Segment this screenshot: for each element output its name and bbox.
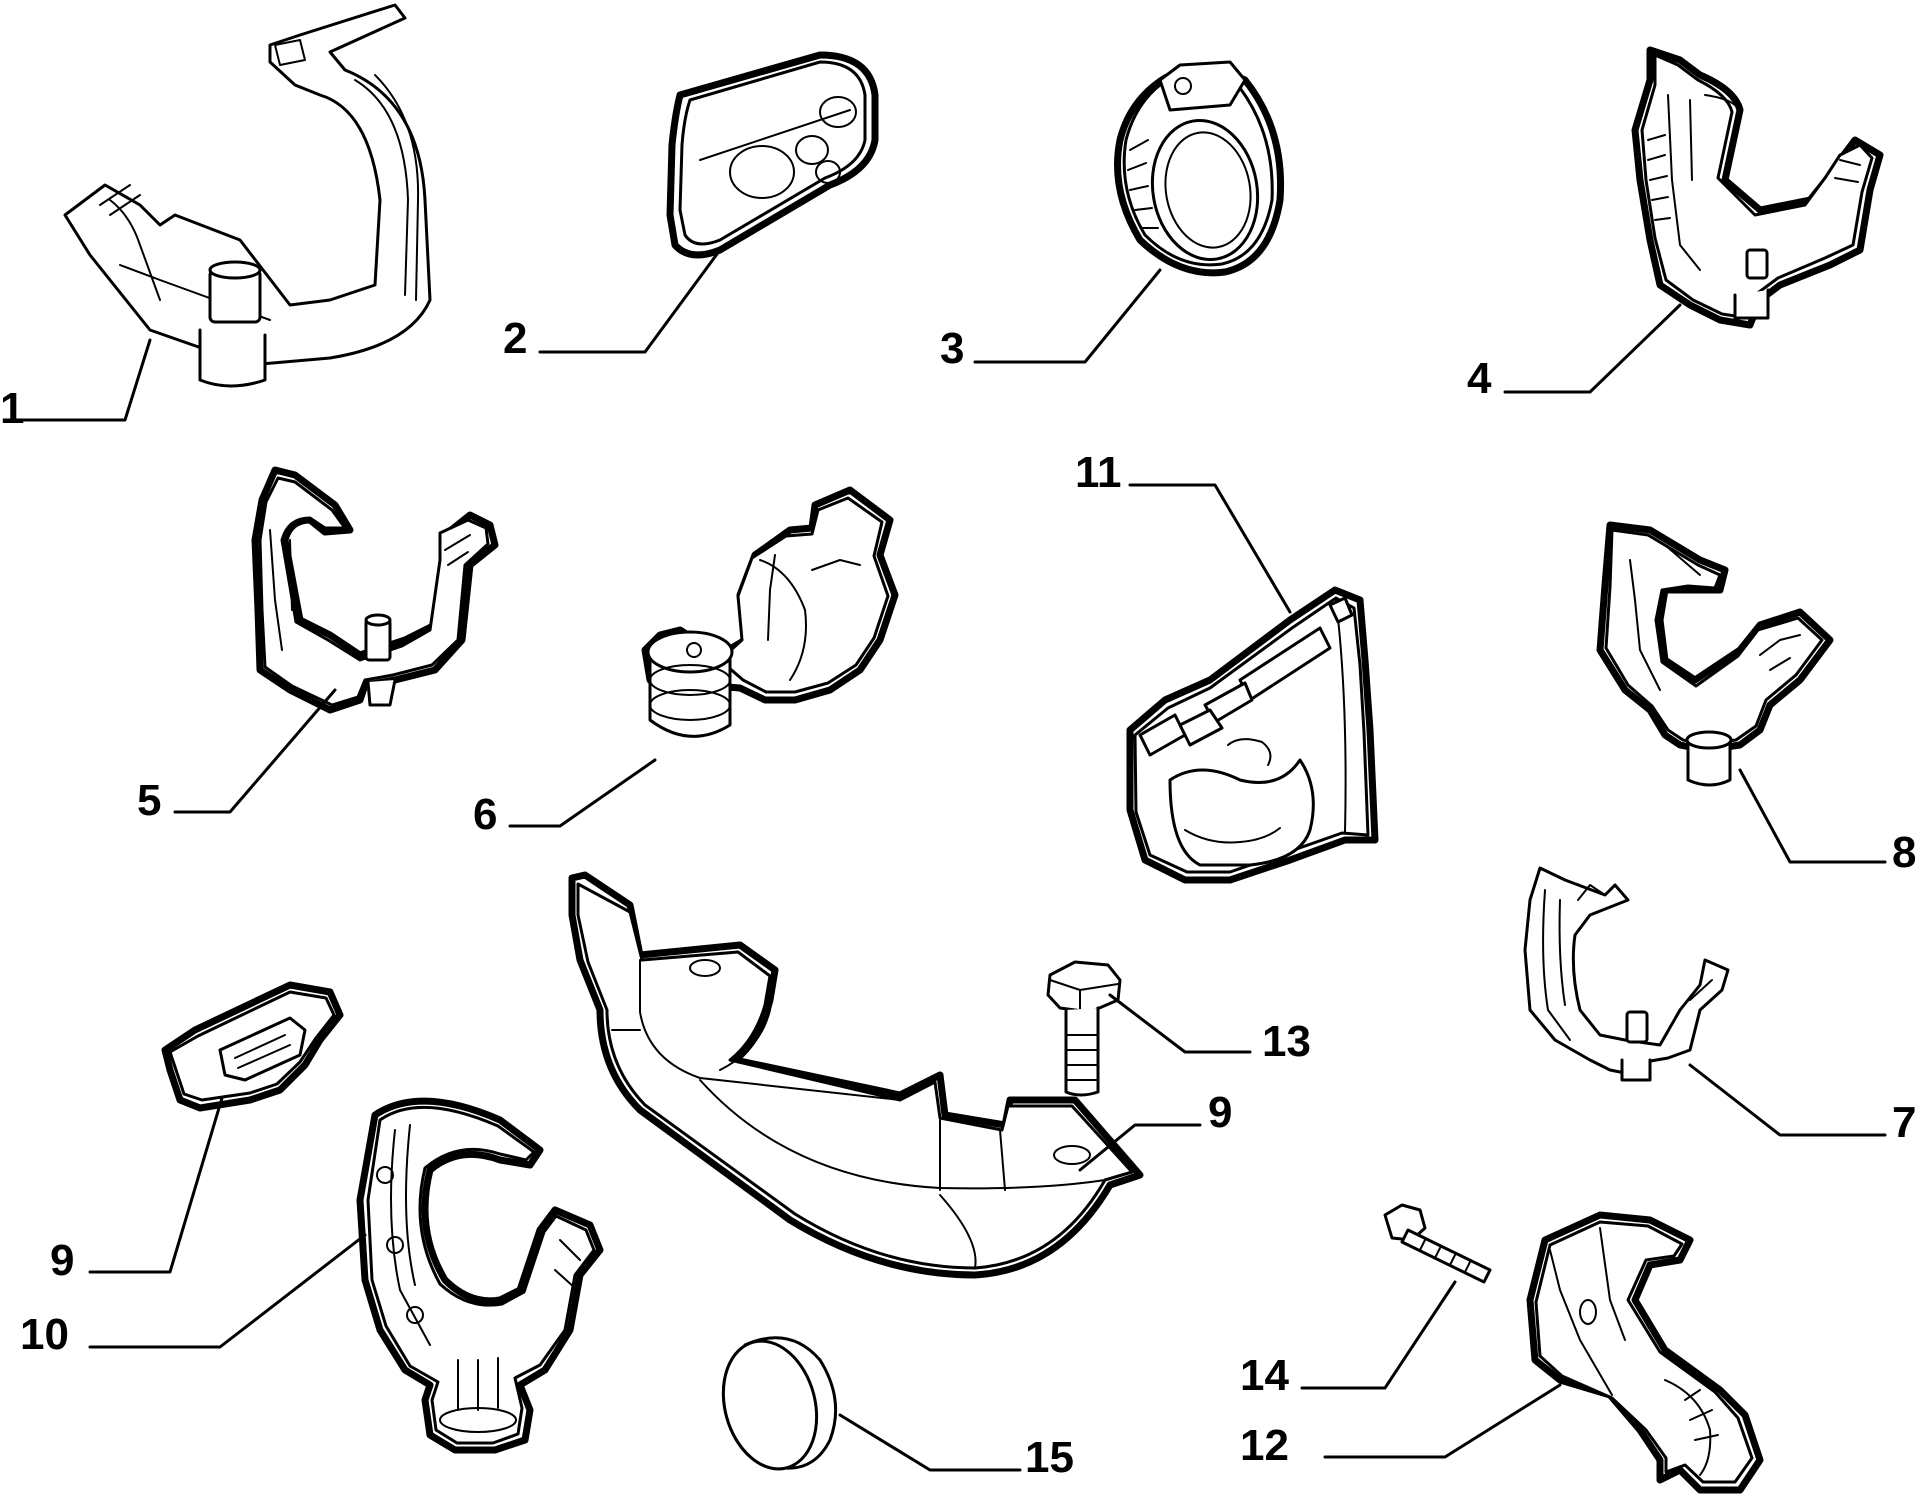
part-3-band-clamp <box>1114 60 1285 277</box>
callout-5: 5 <box>137 776 161 825</box>
callout-12: 12 <box>1240 1421 1289 1470</box>
part-5-u-clip <box>251 466 499 714</box>
leader-5 <box>173 688 337 814</box>
part-1-hose-clip <box>63 3 432 388</box>
leader-10 <box>88 1233 367 1349</box>
callout-13: 13 <box>1262 1017 1311 1066</box>
leader-9a <box>88 1096 224 1274</box>
callout-11: 11 <box>1075 448 1122 497</box>
leader-7 <box>1688 1063 1887 1137</box>
callout-14: 14 <box>1240 1351 1289 1400</box>
leader-13 <box>1108 993 1252 1054</box>
part-2-grommet-plate <box>666 51 879 259</box>
callout-2: 2 <box>503 314 527 363</box>
part-8-clip-with-post <box>1596 521 1834 787</box>
leader-15 <box>838 1413 1022 1472</box>
leader-9b <box>1078 1123 1202 1172</box>
leader-4 <box>1503 303 1682 394</box>
callout-3: 3 <box>940 324 964 373</box>
part-9-flat-clip <box>161 981 344 1112</box>
part-10-c-clamp <box>356 1097 604 1454</box>
callout-4: 4 <box>1467 354 1492 403</box>
callout-labels: 1 2 3 4 5 6 7 8 9 9 10 11 12 13 14 15 <box>0 314 1916 1482</box>
part-7-wide-clip <box>1523 866 1730 1082</box>
part-14-long-bolt <box>1383 1203 1492 1284</box>
leader-8 <box>1738 768 1887 864</box>
leader-11 <box>1128 483 1292 614</box>
callout-9b: 9 <box>1208 1088 1232 1137</box>
part-11-bracket <box>1126 586 1379 884</box>
leader-lines <box>20 248 1887 1472</box>
part-12-bracket-clip <box>1526 1211 1764 1494</box>
callout-15: 15 <box>1025 1433 1074 1482</box>
part-13-hex-bolt <box>1046 960 1122 1097</box>
part-6-clip-with-mount <box>641 486 899 738</box>
part-4-double-clip <box>1631 46 1884 329</box>
leader-1 <box>20 338 152 422</box>
leader-2 <box>538 248 722 354</box>
callout-10: 10 <box>20 1310 69 1359</box>
callout-9a: 9 <box>50 1236 74 1285</box>
leader-6 <box>508 758 657 828</box>
callout-7: 7 <box>1892 1098 1916 1147</box>
part-15-plug <box>721 1336 838 1471</box>
leader-14 <box>1300 1280 1457 1390</box>
leader-12 <box>1323 1383 1562 1459</box>
leader-3 <box>973 268 1162 364</box>
part-9-tray-bracket <box>568 871 1144 1279</box>
callout-6: 6 <box>473 790 497 839</box>
callout-1: 1 <box>0 384 24 433</box>
callout-8: 8 <box>1892 828 1916 877</box>
